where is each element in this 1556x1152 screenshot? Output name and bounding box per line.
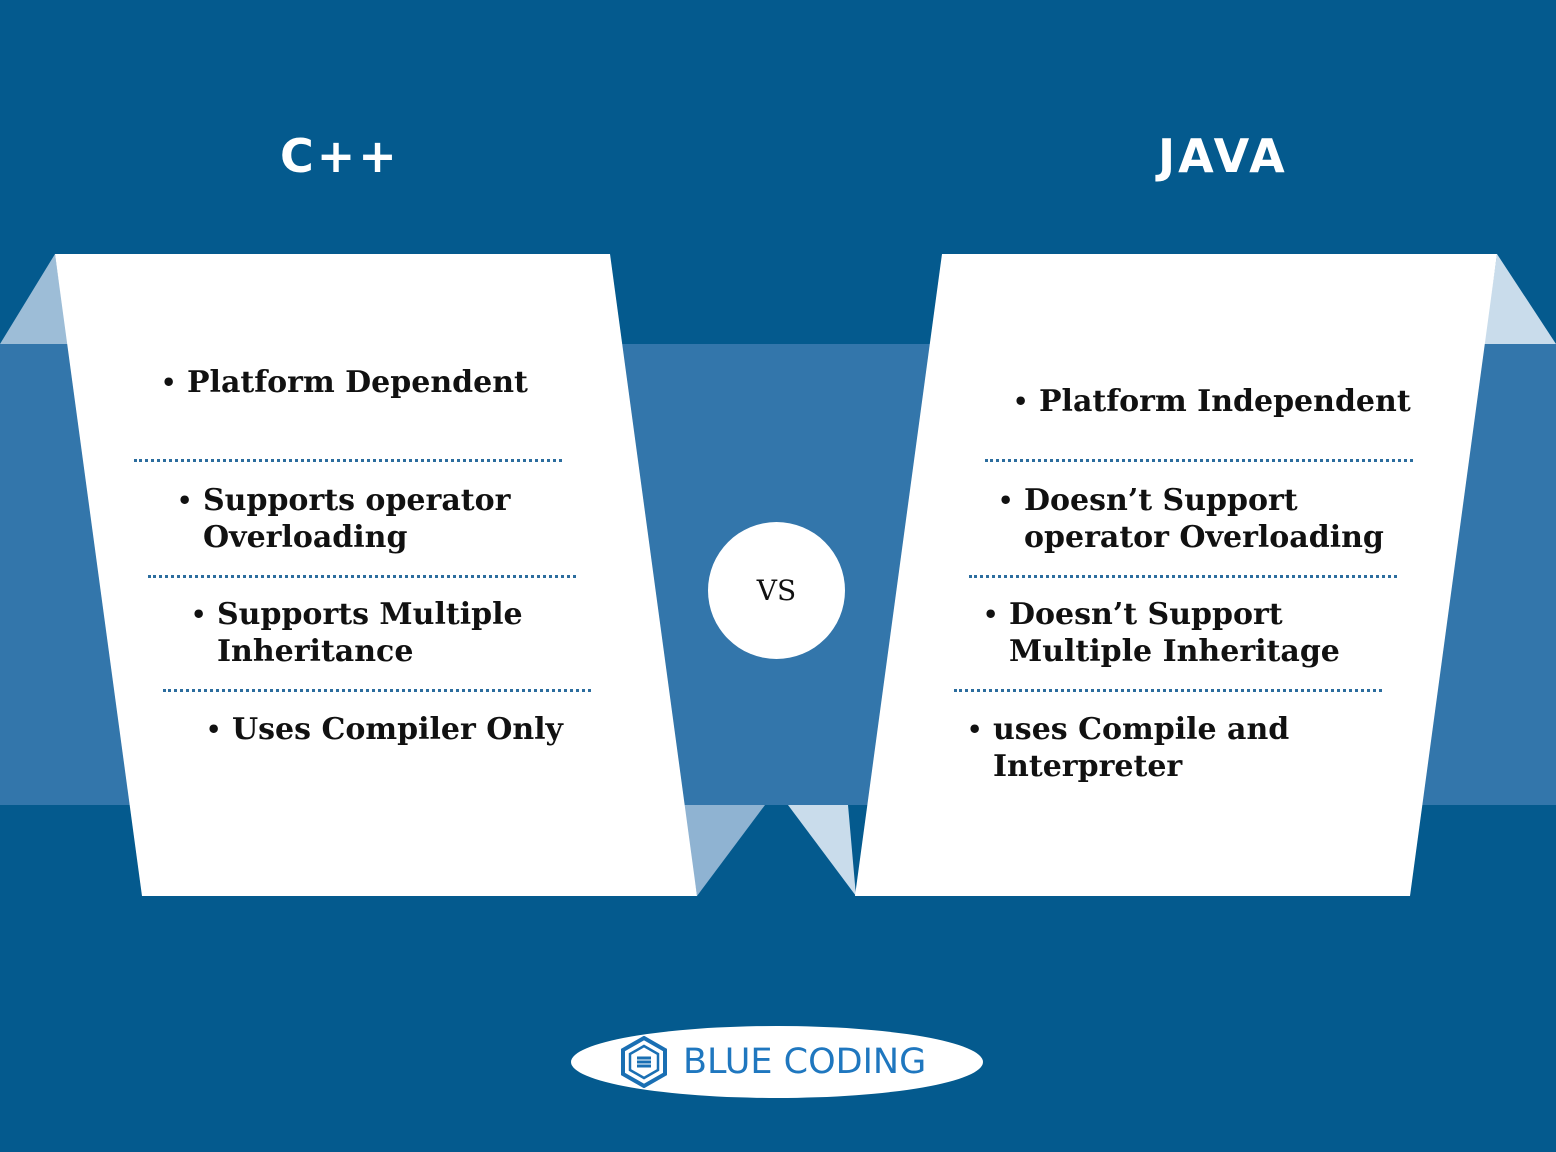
cpp-item-platform: • Platform Dependent bbox=[161, 365, 528, 400]
cpp-divider-1 bbox=[134, 459, 562, 462]
hexagon-logo-icon bbox=[621, 1036, 667, 1088]
cpp-item-inheritance: • Supports Multiple Inheritance bbox=[191, 597, 523, 669]
left-top-fold bbox=[0, 254, 68, 344]
bullet: • bbox=[206, 715, 222, 744]
right-top-fold bbox=[1484, 254, 1556, 344]
java-item-inheritance: • Doesn’t Support Multiple Inheritage bbox=[983, 597, 1340, 669]
cpp-item-overloading: • Supports operator Overloading bbox=[177, 483, 511, 555]
java-heading: JAVA bbox=[1158, 129, 1288, 183]
bullet: • bbox=[191, 600, 207, 629]
vs-label: VS bbox=[756, 574, 797, 607]
bullet: • bbox=[161, 368, 177, 397]
bullet: • bbox=[1013, 387, 1029, 416]
bullet: • bbox=[998, 486, 1014, 515]
vs-circle: VS bbox=[708, 522, 845, 659]
logo-text: BLUE CODING bbox=[683, 1042, 927, 1082]
bullet: • bbox=[983, 600, 999, 629]
java-divider-3 bbox=[954, 689, 1382, 692]
center-right-fold bbox=[788, 805, 856, 896]
cpp-divider-2 bbox=[148, 575, 576, 578]
cpp-item-compiler: • Uses Compiler Only bbox=[206, 712, 563, 747]
java-item-platform: • Platform Independent bbox=[1013, 384, 1411, 419]
java-item-compiler: • uses Compile and Interpreter bbox=[967, 712, 1290, 784]
bullet: • bbox=[177, 486, 193, 515]
java-item-overloading: • Doesn’t Support operator Overloading bbox=[998, 483, 1384, 555]
java-divider-2 bbox=[969, 575, 1397, 578]
cpp-divider-3 bbox=[163, 689, 591, 692]
cpp-heading: C++ bbox=[280, 129, 400, 183]
blue-coding-logo: BLUE CODING bbox=[571, 1026, 983, 1098]
bullet: • bbox=[967, 715, 983, 744]
center-left-fold bbox=[683, 805, 765, 896]
java-divider-1 bbox=[985, 459, 1413, 462]
